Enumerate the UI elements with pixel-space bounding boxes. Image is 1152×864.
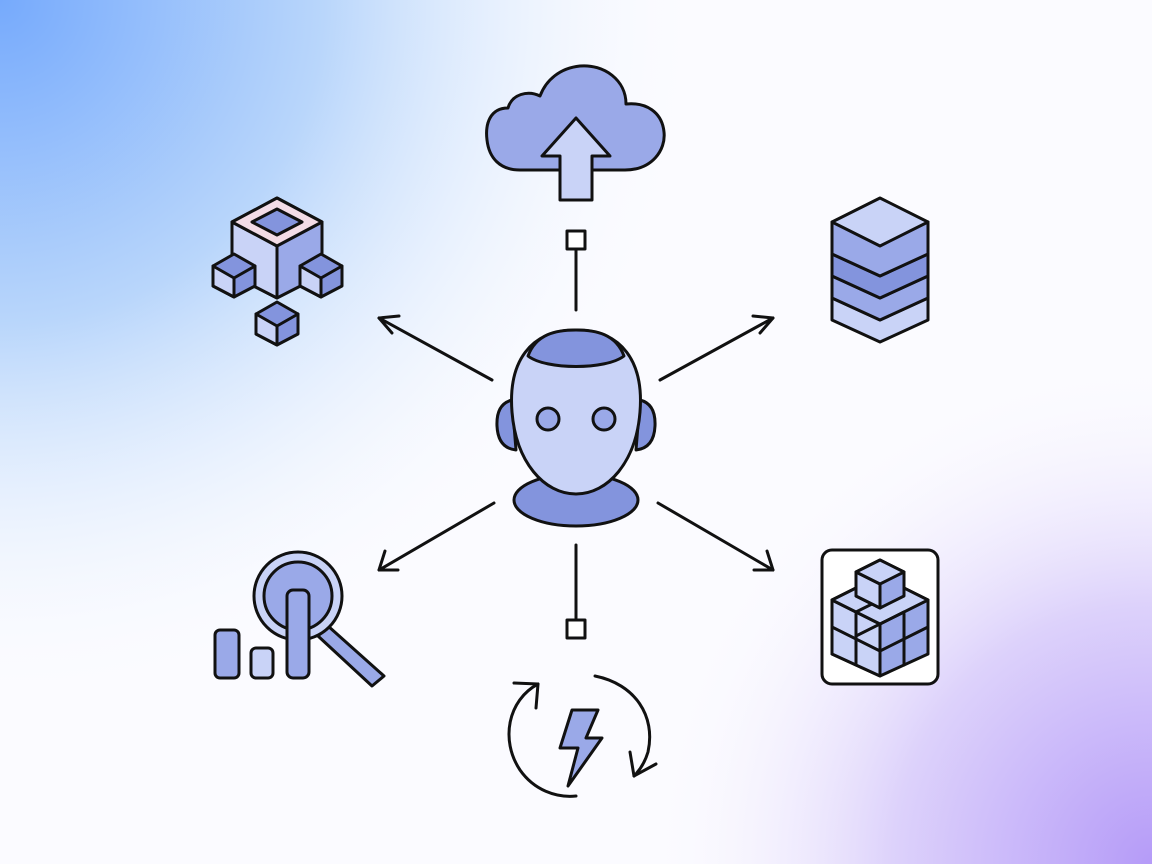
lightning-refresh-icon [507,674,658,798]
cloud-upload-icon [485,64,666,202]
connector-bottom [565,543,587,640]
cube-grid-icon [820,548,940,686]
analytics-search-icon [213,550,386,688]
cube-network-icon [211,196,344,347]
database-stack-icon [830,196,930,344]
arrow-top-left [377,314,494,382]
arrow-top-right [658,314,775,382]
arrow-bottom-left [377,501,496,572]
arrow-bottom-right [656,501,775,572]
robot-head-icon [495,328,657,528]
connector-top [565,229,587,312]
